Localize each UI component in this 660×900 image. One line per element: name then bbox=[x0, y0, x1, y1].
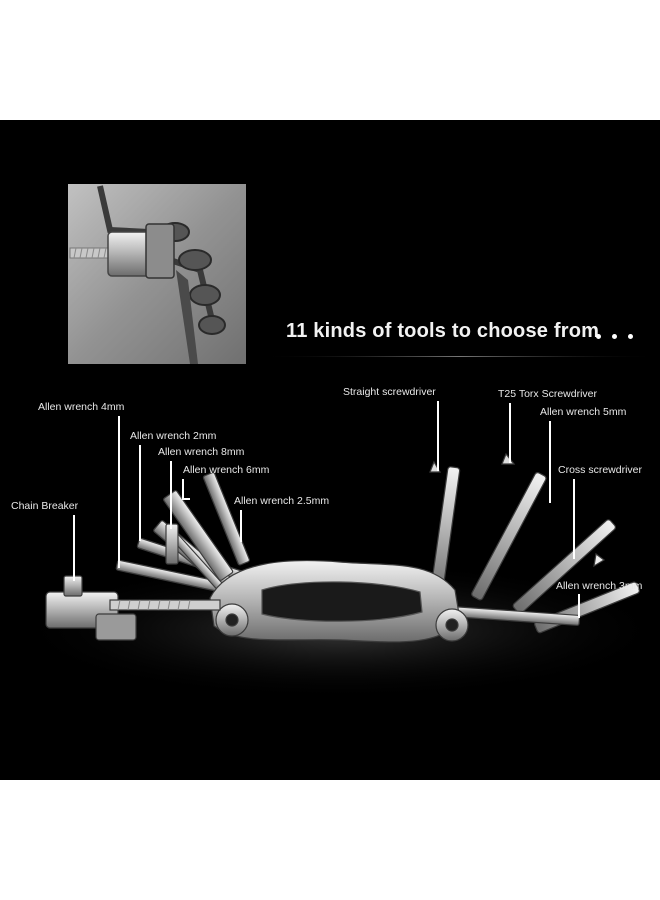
label-straight-screwdriver: Straight screwdriver bbox=[343, 386, 436, 398]
label-allen-wrench-4mm: Allen wrench 4mm bbox=[38, 401, 125, 413]
pointer-line bbox=[240, 510, 242, 542]
pointer-line bbox=[170, 461, 172, 529]
pointer-line bbox=[437, 401, 439, 471]
label-chain-breaker: Chain Breaker bbox=[11, 500, 79, 512]
multi-tool-illustration bbox=[10, 184, 660, 700]
ellipsis-dot bbox=[596, 334, 601, 339]
label-allen-wrench-6mm: Allen wrench 6mm bbox=[183, 464, 270, 476]
chain-breaker-closeup-photo bbox=[68, 184, 246, 364]
pointer-line bbox=[139, 445, 141, 541]
label-allen-wrench-5mm: Allen wrench 5mm bbox=[540, 406, 627, 418]
pointer-line bbox=[118, 416, 120, 568]
label-cross-screwdriver: Cross screwdriver bbox=[558, 464, 643, 476]
pointer-line bbox=[73, 515, 75, 581]
label-allen-wrench-3mm: Allen wrench 3mm bbox=[556, 580, 643, 592]
product-photo-panel: 11 kinds of tools to choose from Allen w… bbox=[0, 120, 660, 780]
pointer-line bbox=[578, 594, 580, 618]
ellipsis-dot bbox=[612, 334, 617, 339]
multi-tool-body bbox=[45, 452, 640, 643]
pointer-line bbox=[182, 479, 184, 499]
pointer-line bbox=[549, 421, 551, 503]
pointer-line bbox=[573, 479, 575, 559]
ellipsis-dot bbox=[628, 334, 633, 339]
label-allen-wrench-2mm: Allen wrench 2mm bbox=[130, 430, 217, 442]
headline: 11 kinds of tools to choose from bbox=[286, 320, 600, 342]
label-t25-torx-screwdriver: T25 Torx Screwdriver bbox=[498, 388, 598, 400]
label-allen-wrench-8mm: Allen wrench 8mm bbox=[158, 446, 245, 458]
pointer-line bbox=[509, 403, 511, 463]
label-allen-wrench-2-5mm: Allen wrench 2.5mm bbox=[234, 495, 330, 507]
pointer-line bbox=[182, 498, 190, 500]
